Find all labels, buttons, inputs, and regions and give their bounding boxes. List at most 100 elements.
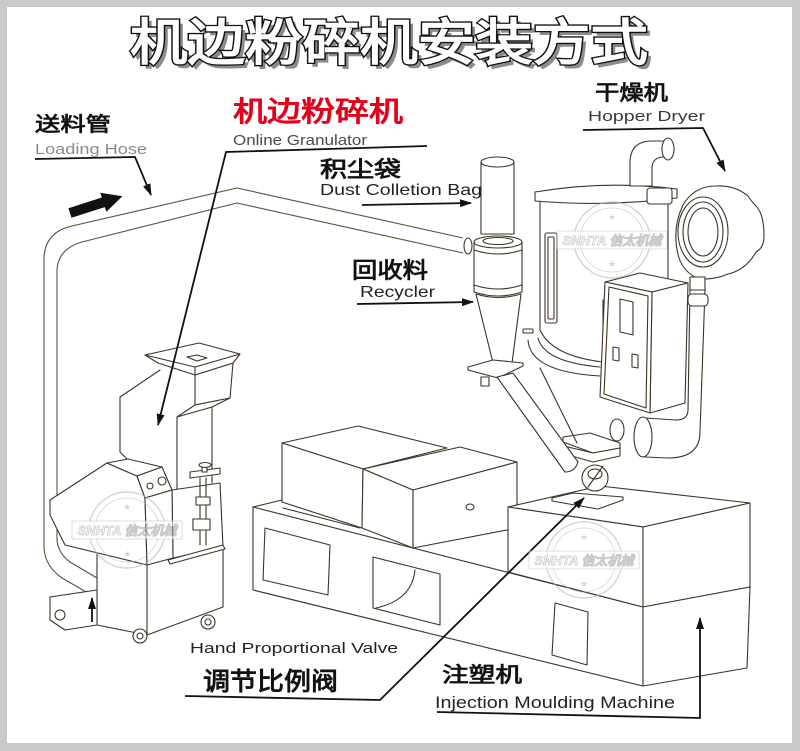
dryer-vent-hose-outer — [527, 339, 601, 377]
watermark-band — [528, 550, 640, 570]
label-injection-machine-en: Injection Moulding Machine — [435, 693, 675, 712]
return-pipe-elbow-end — [633, 416, 653, 458]
cyclone-band-upper — [473, 249, 523, 255]
watermark-stamp: ★ ★ SNHTA 信太机械 — [71, 491, 183, 569]
granulator-leader — [156, 145, 428, 426]
watermark-text: SNHTA 信太机械 — [78, 523, 179, 538]
return-pipe-cap — [609, 418, 625, 442]
label-dust-bag-en: Dust Colletion Bag — [320, 182, 482, 199]
hand-proportional-valve — [551, 464, 624, 510]
dust-bag-top — [480, 156, 515, 168]
control-box-switch-right — [631, 353, 639, 369]
label-dust-bag-zh: 积尘袋 — [320, 157, 402, 183]
caster-right-hub — [204, 618, 212, 626]
watermark-star-icon: ★ — [123, 550, 131, 560]
watermark-band — [71, 520, 183, 540]
clamp-base-plate — [167, 544, 226, 565]
label-hopper-dryer-zh: 干燥机 — [595, 81, 668, 105]
valve-handle — [587, 465, 604, 488]
clamp-bar — [189, 467, 221, 479]
watermark-brand: SNHTA — [563, 233, 606, 248]
loading-hose-pipe — [43, 187, 464, 594]
control-box-side — [649, 282, 689, 414]
watermark-band — [556, 230, 668, 250]
watermark-brand: SNHTA — [535, 553, 578, 568]
watermark-company: 信太机械 — [581, 553, 635, 568]
watermark-text: SNHTA 信太机械 — [563, 233, 664, 248]
leader-lines — [34, 127, 726, 719]
online-granulator-machine — [49, 342, 241, 644]
label-recycler-en: Recycler — [360, 284, 436, 301]
label-valve-zh: 调节比例阀 — [203, 667, 338, 696]
valve-base-plate — [551, 492, 624, 510]
machine-bed-inner-edge — [282, 507, 361, 529]
cyclone-cone — [475, 293, 522, 364]
control-box-display — [619, 298, 634, 336]
clamp-knob — [198, 461, 212, 469]
dryer-sight-glass-inner — [547, 236, 555, 320]
injection-moulding-machine — [252, 425, 751, 687]
hose-inlet-flange — [463, 237, 473, 255]
injection-machine-leader — [436, 617, 704, 719]
watermark-ring-outer — [545, 521, 623, 599]
control-box-front-bezel — [603, 286, 649, 409]
recycle-feed-tube — [496, 372, 579, 473]
cyclone-collar-inner — [482, 236, 514, 246]
title-text: 机边粉碎机安装方式 — [130, 14, 648, 72]
label-hopper-dryer-en: Hopper Dryer — [588, 108, 705, 125]
page-title: 机边粉碎机安装方式 机边粉碎机安装方式 — [129, 13, 652, 76]
base-window-left — [262, 527, 331, 596]
granulator-casters — [54, 609, 216, 644]
granulator-hopper-rim — [144, 342, 241, 368]
granulator-throat-step — [176, 397, 231, 418]
cyclone-body — [473, 241, 523, 297]
loading-hose-leader — [34, 156, 152, 196]
recycler-arrow — [356, 298, 474, 307]
loading-hose-inner-wall — [56, 202, 464, 540]
cyclone-band-lower — [473, 284, 523, 290]
label-loading-hose-zh: 送料管 — [35, 112, 111, 136]
watermark-ring-outer — [573, 201, 651, 279]
caster-left — [54, 609, 66, 621]
watermark-ring-inner — [579, 207, 645, 273]
machine-bed-back-edge — [252, 499, 283, 508]
granulator-knob-small — [146, 482, 154, 490]
watermark-text: SNHTA 信太机械 — [535, 553, 636, 568]
labels: 送料管 Loading Hose 机边粉碎机 Online Granulator… — [35, 81, 705, 712]
return-pipe-collar — [687, 293, 709, 307]
watermark-star-icon: ★ — [608, 260, 616, 270]
hopper-dryer — [522, 137, 765, 463]
dryer-elbow-flange — [661, 137, 675, 161]
label-recycler-zh: 回收料 — [352, 258, 428, 284]
base-window-right — [551, 602, 589, 666]
cyclone-outlet-stub — [480, 376, 490, 387]
title-shadow: 机边粉碎机安装方式 — [134, 18, 652, 76]
loading-hose-bend-inner — [56, 539, 98, 579]
hopper-dryer-leader — [582, 127, 726, 172]
label-valve-en: Hand Proportional Valve — [190, 640, 398, 657]
granulator-hopper-opening — [186, 354, 208, 362]
watermark-stamp: ★ ★ SNHTA 信太机械 — [528, 521, 640, 599]
watermark-brand: SNHTA — [78, 523, 121, 538]
clamp-block-lower — [192, 518, 211, 531]
watermark-star-icon: ★ — [580, 580, 588, 590]
watermark-star-icon: ★ — [608, 213, 616, 223]
dryer-lid — [534, 184, 678, 204]
label-injection-machine-zh: 注塑机 — [442, 663, 522, 687]
base-window-middle-arc — [375, 569, 416, 609]
blower-ring-inner — [687, 207, 719, 257]
clamp-block-upper — [195, 496, 211, 506]
injection-lower-block-side — [642, 586, 751, 687]
hose-base-box — [49, 589, 98, 631]
cyclone-recycler — [463, 156, 579, 473]
caster-middle-hub — [136, 632, 144, 640]
dryer-vent-hose-inner — [537, 337, 601, 368]
watermark-stamp: ★ ★ SNHTA 信太机械 — [556, 201, 668, 279]
valve-leader — [184, 497, 585, 701]
loading-hose-bend-outer — [43, 547, 89, 594]
watermark-company: 信太机械 — [124, 523, 178, 538]
granulator-clamp-mechanism — [167, 461, 226, 565]
blower-connector — [689, 276, 706, 292]
